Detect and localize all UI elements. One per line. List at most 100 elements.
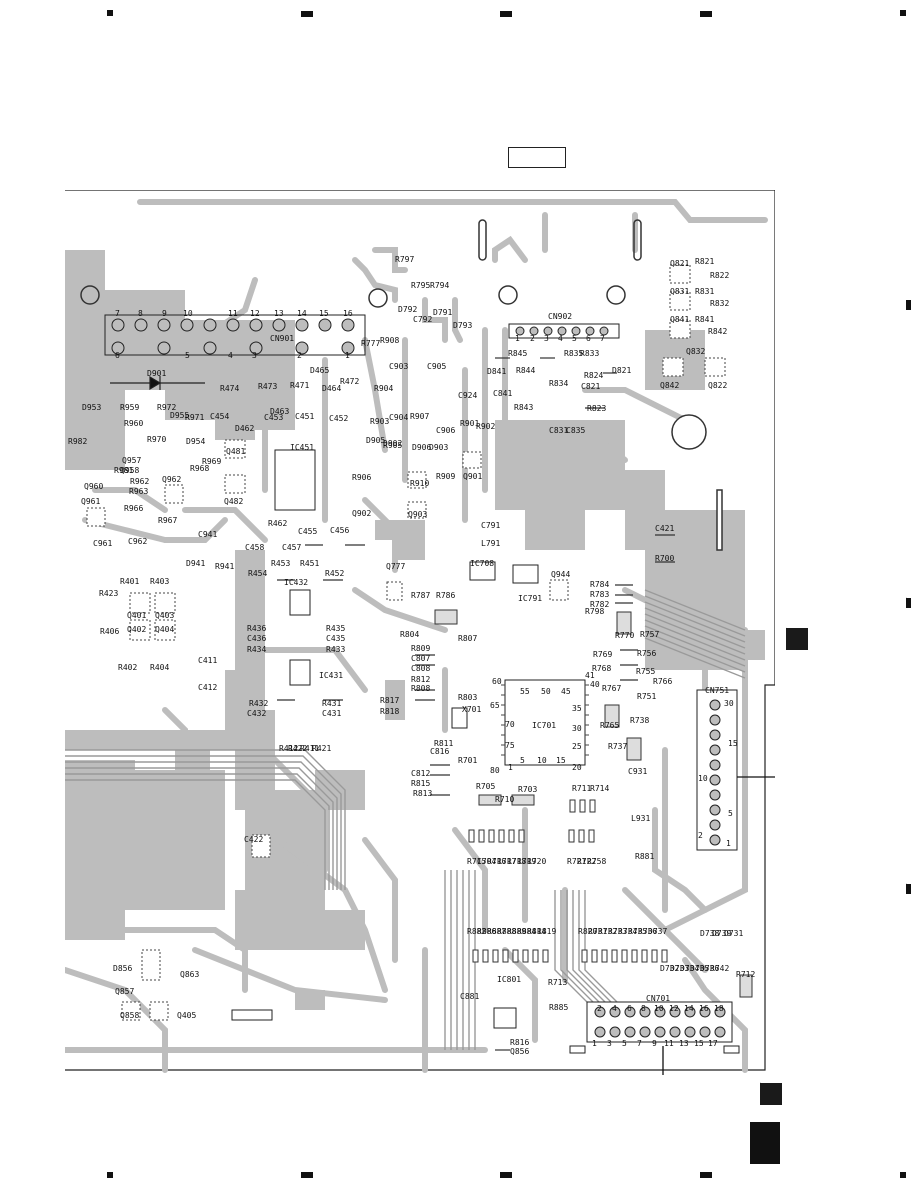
component-label: R766 bbox=[653, 677, 673, 686]
component-label: R402 bbox=[118, 663, 138, 672]
component-label: Q858 bbox=[120, 1011, 140, 1020]
cn701-pin: 14 bbox=[684, 1004, 694, 1013]
component-label: R906 bbox=[352, 473, 372, 482]
component-label: R722 bbox=[577, 857, 597, 866]
component-label: C452 bbox=[329, 414, 349, 423]
component-label: R804 bbox=[400, 630, 420, 639]
component-label: Q944 bbox=[551, 570, 571, 579]
component-label: D793 bbox=[453, 321, 473, 330]
component-label: C931 bbox=[628, 767, 648, 776]
component-label: R797 bbox=[395, 255, 415, 264]
component-label: Q841 bbox=[670, 315, 690, 324]
component-label: C904 bbox=[389, 413, 409, 422]
component-label: R844 bbox=[516, 366, 536, 375]
component-label: Q857 bbox=[115, 987, 135, 996]
crop-mark bbox=[107, 10, 113, 16]
crop-mark bbox=[500, 1172, 512, 1178]
side-label-d-text: D bbox=[906, 884, 907, 885]
crop-mark bbox=[900, 10, 906, 16]
cn701-pin: 10 bbox=[654, 1004, 664, 1013]
component-label: C436 bbox=[247, 634, 267, 643]
component-label: R889 bbox=[507, 927, 527, 936]
component-label: R831 bbox=[695, 287, 715, 296]
component-label: L791 bbox=[481, 539, 501, 548]
component-label: R817 bbox=[380, 696, 400, 705]
component-label: R908 bbox=[380, 336, 400, 345]
component-label: R833 bbox=[580, 349, 600, 358]
component-label: C941 bbox=[198, 530, 218, 539]
component-label: C454 bbox=[210, 412, 230, 421]
ic-label-ic708: IC708 bbox=[470, 559, 495, 568]
component-label: R431 bbox=[322, 699, 342, 708]
component-label: Q962 bbox=[162, 475, 182, 484]
component-label: R970 bbox=[147, 435, 167, 444]
component-label: R888 bbox=[497, 927, 517, 936]
cn902-pin: 5 bbox=[572, 334, 577, 343]
component-label: C791 bbox=[481, 521, 501, 530]
component-label: C807 bbox=[411, 654, 431, 663]
component-label: R972 bbox=[157, 403, 177, 412]
component-label: R821 bbox=[695, 257, 715, 266]
ic701-pin: 41 bbox=[585, 671, 595, 680]
component-label: C812 bbox=[411, 769, 431, 778]
component-label: R453 bbox=[271, 559, 291, 568]
component-label: R971 bbox=[185, 413, 205, 422]
component-label: R777 bbox=[361, 339, 381, 348]
component-label: R842 bbox=[708, 327, 728, 336]
component-label: R715 bbox=[467, 857, 487, 866]
ic-label-ic431: IC431 bbox=[319, 671, 344, 680]
cn901-pin: 5 bbox=[185, 351, 190, 360]
ic701-pin: 5 bbox=[520, 756, 525, 765]
ic701-pin: 55 bbox=[520, 687, 530, 696]
cn701-pin: 9 bbox=[652, 1039, 657, 1048]
cn701-pin: 6 bbox=[627, 1004, 632, 1013]
cn751-pin: 15 bbox=[728, 739, 738, 748]
crop-mark bbox=[906, 300, 911, 310]
crop-mark bbox=[700, 11, 712, 17]
component-label: D732 bbox=[660, 964, 680, 973]
cn902-pin: 3 bbox=[544, 334, 549, 343]
cn751-pin: 2 bbox=[698, 831, 703, 840]
cn701-pin: 5 bbox=[622, 1039, 627, 1048]
cn902-pin: 4 bbox=[558, 334, 563, 343]
component-label: R822 bbox=[710, 271, 730, 280]
ic701-pin: 75 bbox=[505, 741, 515, 750]
component-label: D906 bbox=[412, 443, 432, 452]
component-label: R703 bbox=[518, 785, 538, 794]
crop-mark bbox=[301, 1172, 313, 1178]
ic-label-ic432: IC432 bbox=[284, 578, 309, 587]
component-label: R966 bbox=[124, 504, 144, 513]
cn701-pin: 18 bbox=[714, 1004, 724, 1013]
component-label: D465 bbox=[310, 366, 330, 375]
component-label: D462 bbox=[235, 424, 255, 433]
component-label: R812 bbox=[411, 675, 431, 684]
component-label: R742 bbox=[710, 964, 730, 973]
cn751-pin: 5 bbox=[728, 809, 733, 818]
component-label: R782 bbox=[590, 600, 610, 609]
component-label: Q903 bbox=[408, 510, 428, 519]
component-label: R819 bbox=[537, 927, 557, 936]
component-label: R809 bbox=[411, 644, 431, 653]
component-label: R963 bbox=[129, 487, 149, 496]
component-label: R909 bbox=[436, 472, 456, 481]
component-label: R732 bbox=[598, 927, 618, 936]
component-label: C905 bbox=[427, 362, 447, 371]
component-label: R982 bbox=[68, 437, 88, 446]
component-label: R882 bbox=[467, 927, 487, 936]
component-label: R433 bbox=[326, 645, 346, 654]
component-label: Q405 bbox=[177, 1011, 197, 1020]
ic-label-ic701: IC701 bbox=[532, 721, 557, 730]
component-label: R434 bbox=[247, 645, 267, 654]
component-label: C458 bbox=[245, 543, 265, 552]
component-label: C808 bbox=[411, 664, 431, 673]
ic-label-ic801: IC801 bbox=[497, 975, 522, 984]
component-label: Q863 bbox=[180, 970, 200, 979]
component-label: R886 bbox=[477, 927, 497, 936]
ic701-pin: 30 bbox=[572, 724, 582, 733]
component-label: C422 bbox=[244, 835, 264, 844]
component-label: C432 bbox=[247, 709, 267, 718]
ic701-pin: 80 bbox=[490, 766, 500, 775]
component-label: D821 bbox=[612, 366, 632, 375]
component-label: C962 bbox=[128, 537, 148, 546]
side-label-c-text: C bbox=[906, 598, 907, 599]
